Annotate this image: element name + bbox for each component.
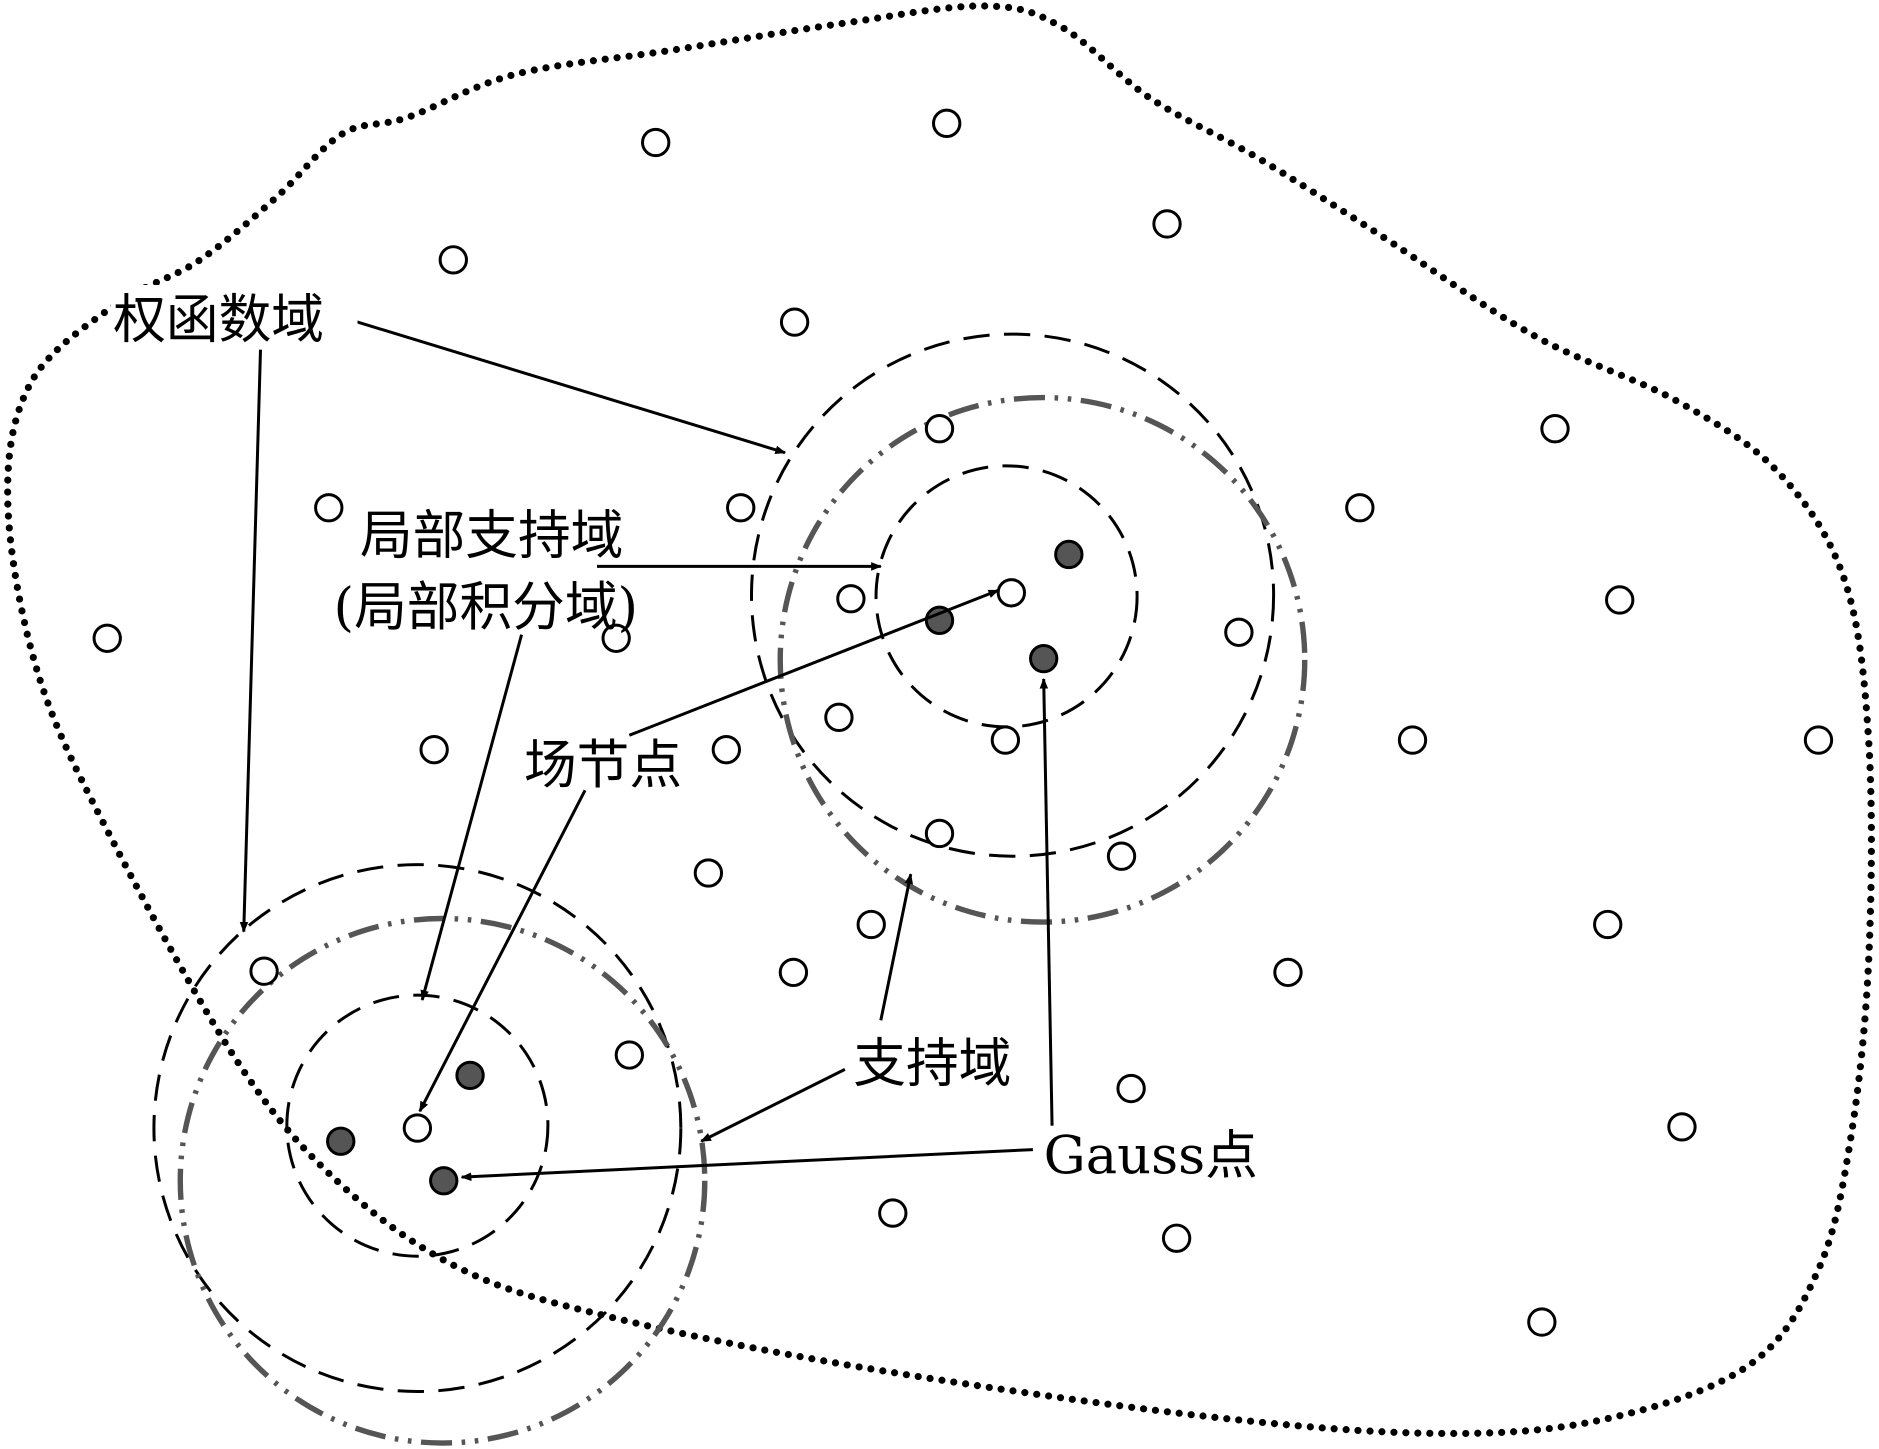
arrow-support-domain-lower xyxy=(700,1068,846,1143)
field-node xyxy=(1667,1112,1697,1142)
arrow-support-domain-upper xyxy=(879,873,914,1021)
field-node xyxy=(1152,209,1182,239)
field-node xyxy=(924,818,955,849)
arrow-gauss-upper xyxy=(1039,677,1054,1126)
field-node xyxy=(438,245,468,275)
arrow-local-support-lower xyxy=(420,634,524,1001)
field-node xyxy=(1273,957,1303,988)
field-node xyxy=(711,734,742,765)
label-weight-domain: 权函数域 xyxy=(113,290,324,351)
field-node xyxy=(1397,725,1428,755)
field-node xyxy=(726,493,756,523)
field-node xyxy=(419,734,449,765)
field-node xyxy=(641,127,671,158)
weight-function-domain-circle xyxy=(152,863,683,1394)
field-node xyxy=(778,957,809,988)
arrow-gauss-lower xyxy=(460,1148,1033,1182)
field-node xyxy=(1345,493,1375,523)
field-node xyxy=(1224,617,1254,647)
field-node xyxy=(249,956,279,986)
gauss-point xyxy=(455,1060,485,1091)
support-domain-circle xyxy=(777,394,1308,925)
field-node xyxy=(402,1113,433,1143)
field-node xyxy=(836,584,866,614)
label-gauss-point: Gauss点 xyxy=(1044,1126,1258,1187)
field-node xyxy=(779,307,810,337)
field-nodes xyxy=(92,108,1834,1337)
field-node xyxy=(1540,414,1570,444)
arrow-field-node-upper xyxy=(628,588,1000,737)
field-node xyxy=(1527,1307,1557,1337)
labels: 权函数域 局部支持域 (局部积分域) 场节点 支持域 Gauss点 xyxy=(110,285,1258,1187)
support-domain-circle xyxy=(177,915,708,1446)
field-node xyxy=(1116,1073,1146,1104)
arrows xyxy=(239,319,1054,1182)
label-support-domain: 支持域 xyxy=(853,1033,1011,1094)
label-local-support-domain: 局部支持域 xyxy=(360,505,623,566)
field-node xyxy=(996,578,1027,608)
field-node xyxy=(1803,725,1834,755)
problem-domain-boundary xyxy=(4,2,1875,1438)
gauss-point xyxy=(326,1126,356,1156)
field-node xyxy=(856,909,886,940)
field-node xyxy=(990,725,1021,755)
gauss-points xyxy=(326,539,1084,1196)
field-node xyxy=(1605,585,1635,615)
field-node xyxy=(1106,841,1137,871)
field-node xyxy=(1593,909,1623,940)
arrow-field-node-lower xyxy=(418,789,587,1113)
field-node xyxy=(824,702,854,732)
field-node xyxy=(924,414,955,444)
label-local-integration-domain: (局部积分域) xyxy=(334,577,639,638)
gauss-point xyxy=(1029,643,1059,674)
gauss-point xyxy=(924,605,955,635)
gauss-point xyxy=(429,1166,459,1196)
upper-domains xyxy=(749,332,1308,925)
arrow-weight-domain-upper xyxy=(353,319,787,455)
label-field-node: 场节点 xyxy=(524,735,682,796)
field-node xyxy=(932,108,962,139)
field-node xyxy=(314,493,344,523)
arrow-weight-domain-lower xyxy=(239,349,263,933)
field-node xyxy=(1161,1223,1192,1253)
weight-function-domain-circle xyxy=(749,332,1276,858)
field-node xyxy=(614,1040,645,1070)
field-node xyxy=(878,1198,908,1228)
field-node xyxy=(601,623,631,653)
gauss-point xyxy=(1054,539,1084,570)
field-node xyxy=(92,623,122,653)
local-support-domain-circle xyxy=(285,993,550,1258)
lower-domains xyxy=(152,863,708,1446)
field-node xyxy=(693,858,724,888)
